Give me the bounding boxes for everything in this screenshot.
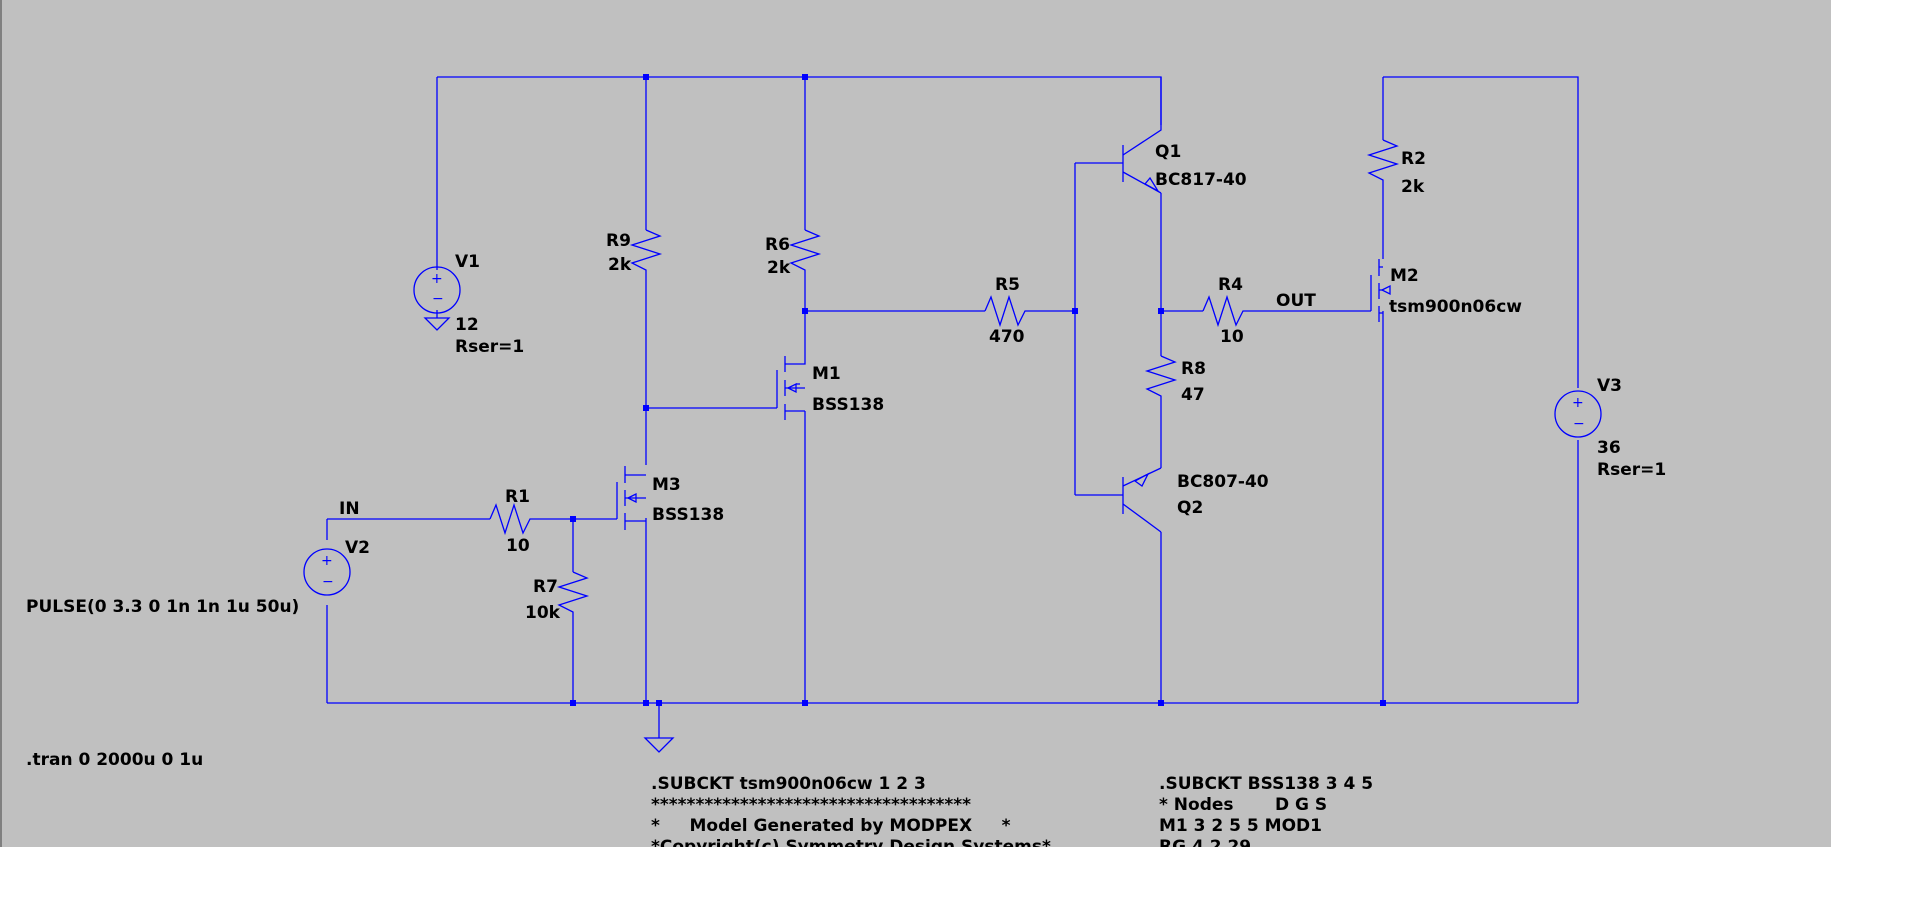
m1-name-label: M1: [812, 364, 841, 384]
m2-name-label: M2: [1390, 266, 1419, 286]
resistor-r9[interactable]: [629, 229, 663, 274]
r6-name-label: R6: [765, 235, 790, 255]
mosfet-m2[interactable]: [1370, 259, 1391, 322]
r1-name-label: R1: [505, 487, 530, 507]
mosfet-m1[interactable]: [776, 311, 806, 420]
v1-value-label: 12: [455, 315, 479, 335]
v1-rser-label: Rser=1: [455, 337, 524, 357]
r8-value-label: 47: [1181, 385, 1205, 405]
voltage-source-v2[interactable]: + −: [303, 548, 351, 596]
v3-rser-label: Rser=1: [1597, 460, 1666, 480]
r4-value-label: 10: [1220, 327, 1244, 347]
bjt-q1[interactable]: [1122, 77, 1162, 194]
r2-name-label: R2: [1401, 149, 1426, 169]
net-label-in: IN: [339, 499, 360, 519]
r5-value-label: 470: [989, 327, 1025, 347]
m3-name-label: M3: [652, 475, 681, 495]
resistor-r5[interactable]: [984, 294, 1030, 328]
svg-text:+: +: [321, 553, 333, 569]
subckt-bss-line-1[interactable]: .SUBCKT BSS138 3 4 5: [1159, 774, 1373, 794]
schematic-drawing: + − + − + −: [26, 74, 1666, 847]
v1-name-label: V1: [455, 252, 480, 272]
wires: [326, 76, 1579, 738]
r5-name-label: R5: [995, 275, 1020, 295]
resistor-r8[interactable]: [1144, 355, 1178, 400]
m1-model-label: BSS138: [812, 395, 884, 415]
schematic-canvas[interactable]: + − + − + −: [0, 0, 1831, 847]
v3-value-label: 36: [1597, 438, 1621, 458]
m2-model-label: tsm900n06cw: [1389, 297, 1522, 317]
svg-text:−: −: [1573, 416, 1585, 432]
subckt-tsm-line-2: ************************************: [651, 795, 971, 815]
ground-symbol-main: [643, 737, 675, 753]
r2-value-label: 2k: [1401, 177, 1425, 197]
canvas-left-border: [0, 0, 2, 847]
mosfet-m3[interactable]: [616, 466, 646, 530]
subckt-bss-line-3: M1 3 2 5 5 MOD1: [1159, 816, 1322, 836]
resistor-r4[interactable]: [1202, 294, 1253, 328]
resistor-r2[interactable]: [1366, 139, 1400, 195]
junctions: [570, 74, 1386, 706]
voltage-source-v1[interactable]: + −: [413, 266, 461, 314]
bjt-q2[interactable]: [1122, 467, 1162, 533]
v2-value-label: PULSE(0 3.3 0 1n 1n 1u 50u): [26, 597, 299, 617]
r1-value-label: 10: [506, 536, 530, 556]
subckt-tsm-line-1[interactable]: .SUBCKT tsm900n06cw 1 2 3: [651, 774, 926, 794]
resistor-r6[interactable]: [788, 229, 822, 274]
tran-directive[interactable]: .tran 0 2000u 0 1u: [26, 750, 203, 770]
voltage-source-v3[interactable]: + −: [1554, 390, 1602, 438]
subckt-bss-line-4: RG 4 2 29: [1159, 837, 1251, 847]
r9-name-label: R9: [606, 231, 631, 251]
v2-name-label: V2: [345, 538, 370, 558]
subckt-tsm-line-4: *Copyright(c) Symmetry Design Systems*: [651, 837, 1051, 847]
svg-text:+: +: [431, 271, 443, 287]
r7-name-label: R7: [533, 577, 558, 597]
subckt-bss-line-2: * Nodes D G S: [1159, 795, 1327, 815]
resistor-r7[interactable]: [556, 571, 590, 625]
svg-text:−: −: [432, 291, 444, 307]
q1-model-label: BC817-40: [1155, 170, 1247, 190]
r9-value-label: 2k: [608, 255, 632, 275]
q2-name-label: Q2: [1177, 498, 1203, 518]
r4-name-label: R4: [1218, 275, 1243, 295]
ground-symbol-v1: [423, 317, 451, 331]
q1-name-label: Q1: [1155, 142, 1181, 162]
subckt-tsm-line-3: * Model Generated by MODPEX *: [651, 816, 1011, 836]
m3-model-label: BSS138: [652, 505, 724, 525]
net-label-out: OUT: [1276, 291, 1316, 311]
resistor-r1[interactable]: [489, 502, 540, 536]
svg-text:+: +: [1572, 395, 1584, 411]
r6-value-label: 2k: [767, 258, 791, 278]
svg-text:−: −: [322, 574, 334, 590]
r7-value-label: 10k: [525, 603, 561, 623]
r8-name-label: R8: [1181, 359, 1206, 379]
v3-name-label: V3: [1597, 376, 1622, 396]
q2-model-label: BC807-40: [1177, 472, 1269, 492]
